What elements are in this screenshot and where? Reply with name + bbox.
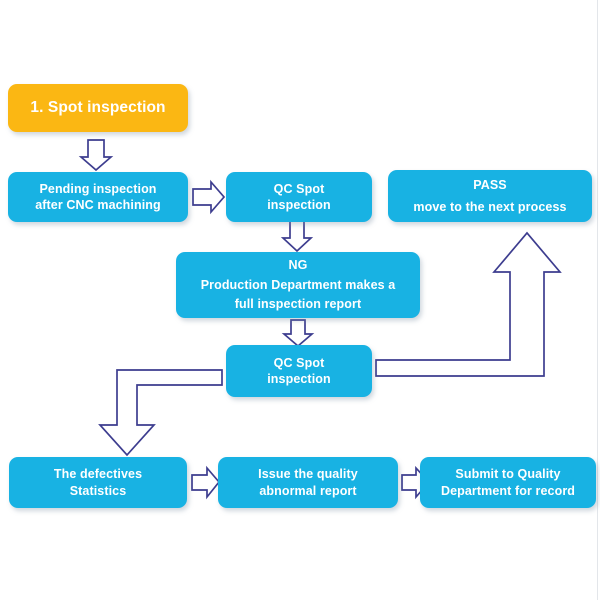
node-production-report[interactable]: NG Production Department makes a full in… — [176, 252, 420, 318]
node-pending-inspection-line-1: Pending inspection — [39, 181, 157, 196]
node-defectives-stats-line-2: Statistics — [69, 483, 127, 498]
node-production-report-line-3: full inspection report — [234, 297, 362, 312]
node-pass[interactable]: PASS move to the next process — [388, 170, 592, 222]
node-qc-spot-2-line-1: QC Spot — [273, 355, 325, 370]
node-pending-inspection[interactable]: Pending inspection after CNC machining — [8, 172, 188, 222]
node-step-title-line-1: 1. Spot inspection — [30, 98, 166, 116]
node-qc-spot-1-line-2: inspection — [267, 198, 331, 212]
node-qc-spot-2[interactable]: QC Spot inspection — [226, 345, 372, 397]
node-pass-line-1: PASS — [473, 178, 507, 193]
node-production-report-line-2: Production Department makes a — [200, 277, 396, 292]
node-pending-inspection-line-2: after CNC machining — [35, 198, 161, 212]
node-step-title[interactable]: 1. Spot inspection — [8, 84, 188, 132]
node-submit-record-line-2: Department for record — [440, 483, 576, 498]
node-quality-report-line-2: abnormal report — [259, 483, 357, 498]
arrow-defectives-to-report — [191, 465, 221, 500]
node-defectives-stats-line-1: The defectives — [53, 467, 143, 482]
node-production-report-line-1: NG — [288, 258, 308, 273]
node-submit-record-line-1: Submit to Quality — [455, 467, 561, 482]
node-qc-spot-1-line-1: QC Spot — [273, 181, 325, 196]
node-qc-spot-2-line-2: inspection — [267, 372, 331, 386]
arrow-title-to-pending — [78, 139, 114, 172]
node-qc-spot-1[interactable]: QC Spot inspection — [226, 172, 372, 222]
arrow-qc1-to-production — [280, 220, 314, 253]
node-quality-report-line-1: Issue the quality — [258, 467, 358, 482]
node-quality-report[interactable]: Issue the quality abnormal report — [218, 457, 398, 508]
slide-edge-divider — [597, 0, 598, 600]
node-submit-record[interactable]: Submit to Quality Department for record — [420, 457, 596, 508]
arrow-production-to-qc2 — [281, 319, 315, 348]
arrow-pending-to-qc1 — [192, 179, 226, 215]
arrow-qc2-to-defectives — [98, 369, 223, 457]
node-defectives-stats[interactable]: The defectives Statistics — [9, 457, 187, 508]
node-pass-line-2: move to the next process — [413, 199, 567, 214]
